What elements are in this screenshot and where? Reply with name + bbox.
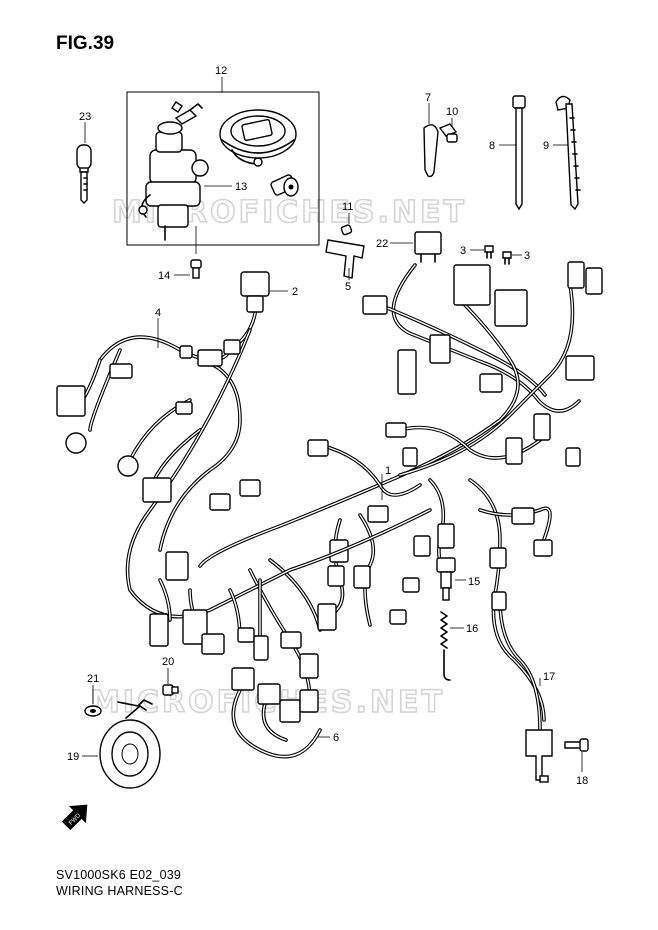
callout-12: 12: [215, 65, 227, 77]
callout-1: 1: [385, 465, 391, 477]
cable-tie-9: [553, 95, 581, 211]
screw-10: [438, 118, 458, 143]
sensor-harness-17: [491, 591, 553, 783]
cable-tie-8: [499, 95, 526, 211]
callout-6: 6: [333, 732, 339, 744]
horn-lead-harness-6: [231, 667, 330, 759]
nut-21: [84, 685, 102, 717]
relay-22: [390, 231, 442, 263]
callout-22: 22: [376, 238, 388, 250]
section-name: WIRING HARNESS-C: [56, 884, 183, 898]
sub-harness-4: [56, 271, 432, 661]
bracket-5: [325, 239, 365, 280]
spring-16: [440, 611, 464, 681]
fuse-3b: [502, 251, 522, 265]
bolt-14: [174, 259, 202, 279]
callout-16: 16: [466, 623, 478, 635]
fuel-cap: [219, 109, 297, 167]
callout-15: 15: [468, 576, 480, 588]
switch-15: [436, 557, 466, 601]
callout-8: 8: [489, 140, 495, 152]
callout-18: 18: [576, 775, 588, 787]
key: [76, 122, 92, 204]
main-wiring-harness: [198, 261, 603, 722]
ignition-switch: [138, 101, 209, 241]
callout-10: 10: [446, 106, 458, 118]
direction-arrow: FWD: [61, 804, 88, 831]
callout-19: 19: [67, 751, 79, 763]
callout-11: 11: [342, 201, 353, 213]
bolt-18: [564, 738, 589, 772]
seat-lock-cylinder: [270, 174, 299, 197]
callout-3b: 3: [524, 250, 530, 262]
horn-19: [82, 705, 161, 789]
lock-set-frame: [126, 91, 320, 246]
callout-4: 4: [155, 307, 161, 319]
bolt-20: [162, 668, 179, 696]
horn-bracket: [117, 699, 153, 707]
callout-2: 2: [292, 286, 298, 298]
callout-3a: 3: [460, 245, 466, 257]
figure-title: FIG.39: [56, 33, 115, 54]
callout-21: 21: [87, 673, 99, 685]
callout-23: 23: [79, 111, 91, 123]
callout-17: 17: [543, 671, 555, 683]
callout-5: 5: [345, 281, 351, 293]
fuse-3a: [470, 245, 494, 259]
callout-9: 9: [543, 140, 549, 152]
clamp-7: [423, 103, 439, 178]
callout-13: 13: [235, 181, 247, 193]
lock-set-group: [126, 77, 320, 254]
callout-20: 20: [162, 656, 174, 668]
callout-14: 14: [158, 270, 170, 282]
screw-11: [340, 213, 353, 236]
callout-7: 7: [425, 92, 431, 104]
model-code: SV1000SK6 E02_039: [56, 868, 182, 882]
